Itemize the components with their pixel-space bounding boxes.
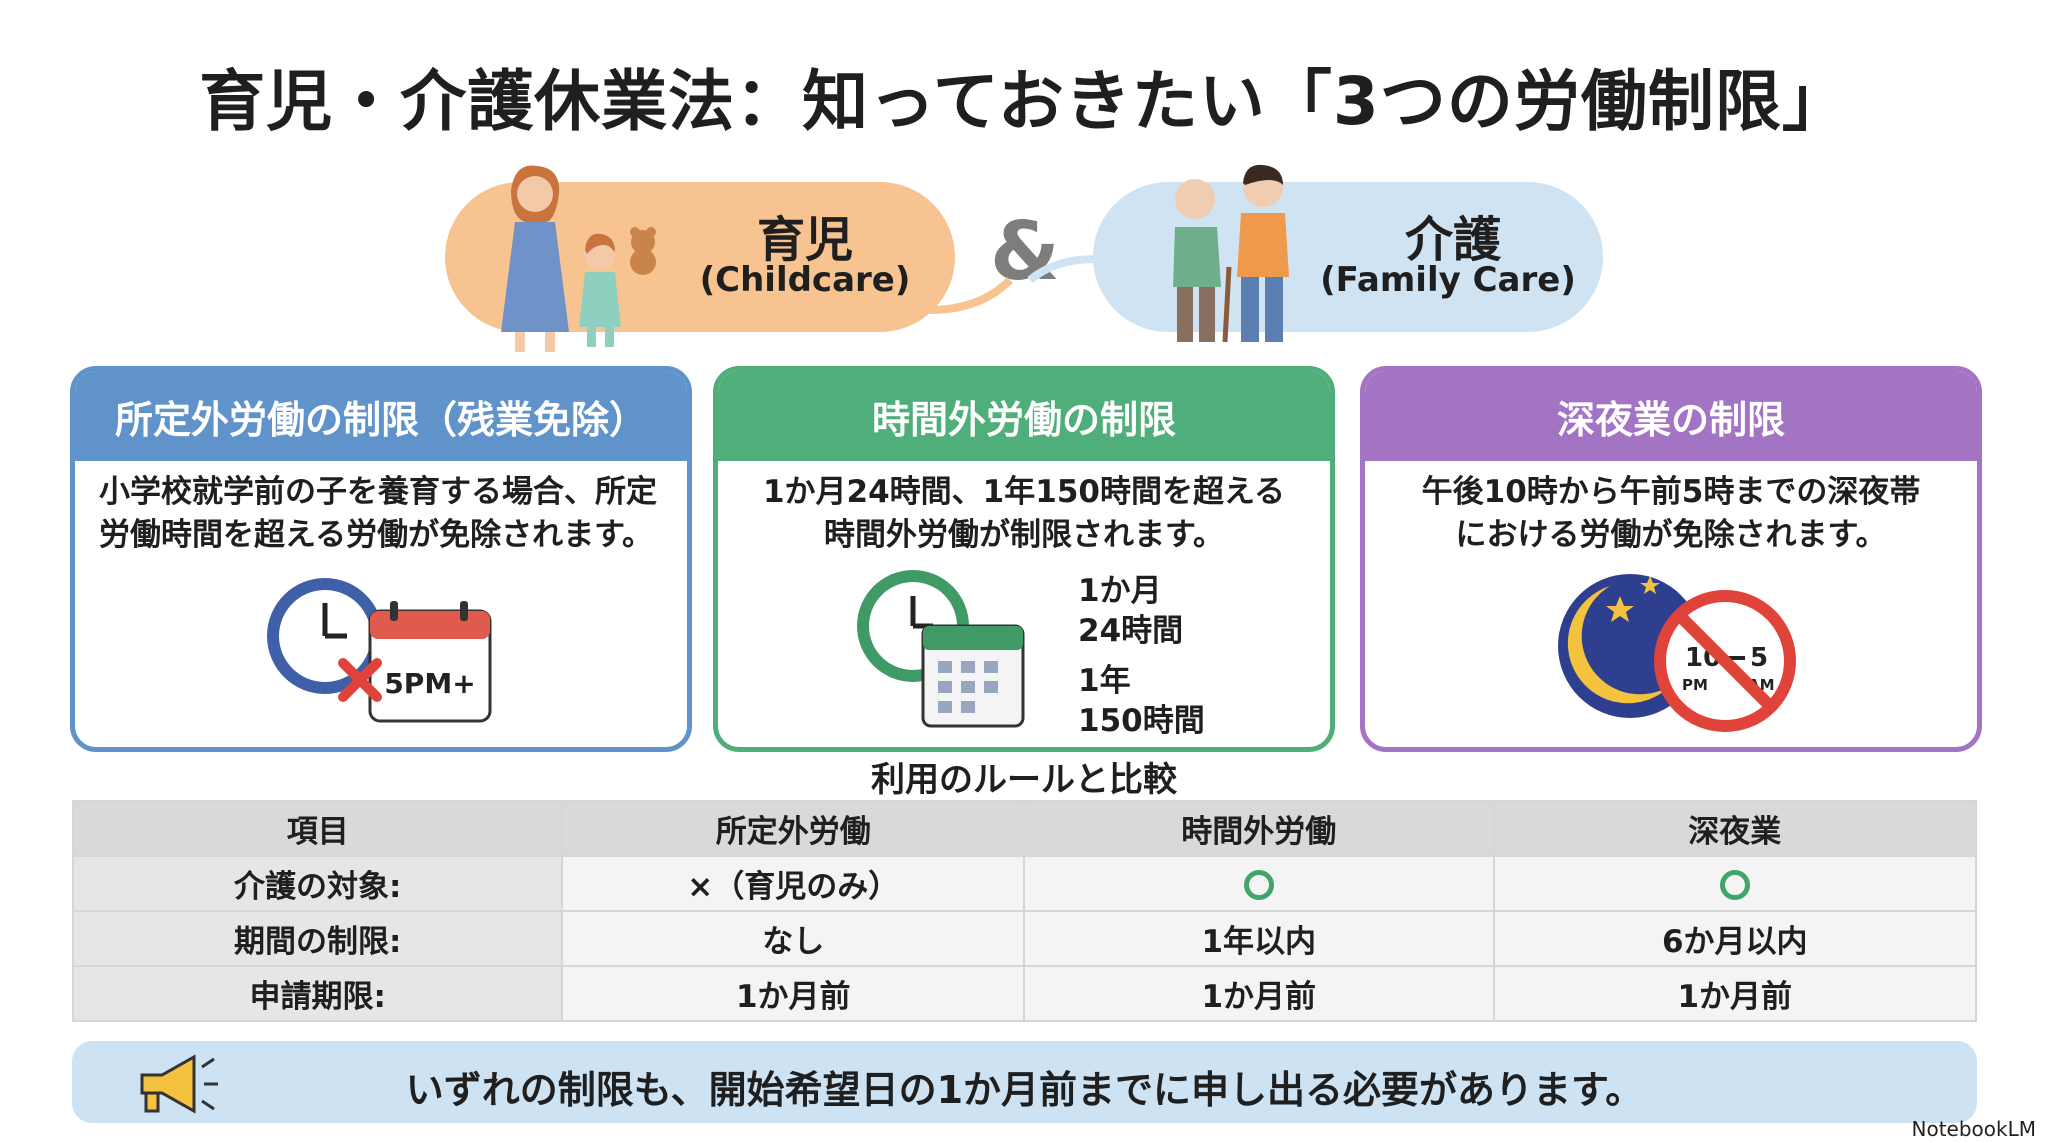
sign-left-suffix: PM	[1682, 676, 1708, 694]
table-cell	[1023, 855, 1495, 912]
limit-values: 1か月 24時間 1年 150時間	[1078, 571, 1205, 741]
megaphone-icon	[140, 1054, 218, 1114]
card-description-line: 1か月24時間、1年150時間を超える	[762, 474, 1286, 510]
connector-curve	[929, 255, 1111, 314]
family-care-title: 介護	[1404, 212, 1501, 268]
card-description: 小学校就学前の子を養育する場合、所定 労働時間を超える労働が免除されます。	[99, 471, 667, 557]
card-heading: 時間外労働の制限	[718, 371, 1330, 461]
row-label: 介護の対象:	[71, 855, 564, 912]
card-description: 1か月24時間、1年150時間を超える 時間外労働が制限されます。	[738, 471, 1310, 557]
table-row: 介護の対象: ×（育児のみ）	[71, 855, 1977, 912]
comparison-table: 項目 所定外労働 時間外労働 深夜業 介護の対象: ×（育児のみ） 期間の制限:…	[71, 800, 1977, 1022]
circle-icon	[1243, 870, 1274, 900]
card-description-line: 時間外労働が制限されます。	[824, 517, 1224, 553]
notice-text: いずれの制限も、開始希望日の1か月前までに申し出る必要があります。	[405, 1068, 1644, 1112]
family-care-subtitle: (Family Care)	[1320, 260, 1576, 300]
mother-child-illustration	[501, 165, 656, 352]
limit-month-label: 1か月	[1078, 573, 1162, 609]
table-row: 期間の制限: なし 1年以内 6か月以内	[71, 910, 1977, 967]
childcare-pill: 育児 (Childcare)	[445, 165, 955, 352]
table-cell: ×（育児のみ）	[561, 855, 1026, 912]
table-row: 申請期限: 1か月前 1か月前 1か月前	[71, 965, 1977, 1022]
column-header: 深夜業	[1492, 800, 1977, 857]
moon-no-night-icon: 10 PM 5 AM	[1558, 574, 1796, 732]
card-heading: 所定外労働の制限（残業免除）	[75, 371, 687, 461]
card-description-line: 午後10時から午前5時までの深夜帯	[1421, 474, 1921, 510]
column-header: 時間外労働	[1023, 800, 1495, 857]
table-cell: 1年以内	[1023, 910, 1495, 967]
card-overtime-exemption: 所定外労働の制限（残業免除） 小学校就学前の子を養育する場合、所定 労働時間を超…	[70, 366, 692, 752]
brand-watermark: NotebookLM	[1911, 1117, 2037, 1141]
limit-year-value: 150時間	[1078, 703, 1205, 739]
limit-year-label: 1年	[1078, 663, 1131, 699]
circle-icon	[1719, 870, 1750, 900]
card-description-line: 労働時間を超える労働が免除されます。	[99, 517, 653, 553]
childcare-title: 育児	[756, 212, 853, 268]
limit-month-value: 24時間	[1078, 613, 1184, 649]
card-description: 午後10時から午前5時までの深夜帯 における労働が免除されます。	[1385, 471, 1957, 557]
row-label: 期間の制限:	[71, 910, 564, 967]
card-description-line: における労働が免除されます。	[1455, 517, 1887, 553]
table-cell: なし	[561, 910, 1026, 967]
page-title: 育児・介護休業法：知っておきたい「3つの労働制限」	[199, 63, 1849, 140]
sign-right-hour: 5	[1750, 643, 1768, 673]
family-care-pill: 介護 (Family Care)	[1093, 164, 1603, 343]
table-cell: 1か月前	[1023, 965, 1495, 1022]
elder-care-illustration	[1173, 164, 1289, 343]
card-overtime-limit: 時間外労働の制限 1か月24時間、1年150時間を超える 時間外労働が制限されま…	[713, 366, 1335, 752]
clock-calendar-icon: 5PM+	[267, 578, 492, 723]
card-heading: 深夜業の制限	[1365, 371, 1977, 461]
column-header: 項目	[71, 800, 564, 857]
card-night-work-limit: 深夜業の制限 午後10時から午前5時までの深夜帯 における労働が免除されます。 …	[1360, 366, 1982, 752]
table-cell: 1か月前	[1492, 965, 1977, 1022]
table-header-row: 項目 所定外労働 時間外労働 深夜業	[71, 800, 1977, 857]
table-cell: 1か月前	[561, 965, 1026, 1022]
card-description-line: 小学校就学前の子を養育する場合、所定	[99, 474, 657, 510]
table-cell	[1492, 855, 1977, 912]
calendar-label: 5PM+	[384, 667, 475, 700]
row-label: 申請期限:	[71, 965, 564, 1022]
table-cell: 6か月以内	[1492, 910, 1977, 967]
clock-calendar-icon	[857, 570, 1025, 728]
table-caption: 利用のルールと比較	[871, 760, 1177, 800]
notice-banner: いずれの制限も、開始希望日の1か月前までに申し出る必要があります。	[72, 1041, 1977, 1123]
childcare-subtitle: (Childcare)	[699, 260, 911, 300]
column-header: 所定外労働	[561, 800, 1026, 857]
